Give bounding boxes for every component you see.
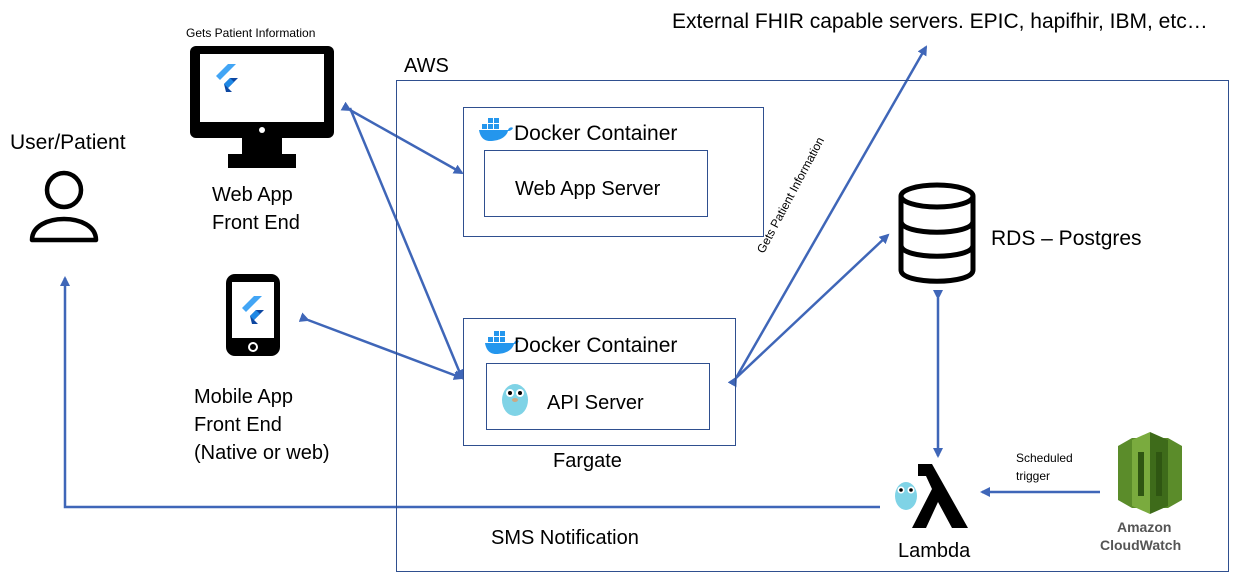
- arrow-api-fhir: [727, 45, 928, 388]
- web-app-server-box: Web App Server: [484, 150, 708, 217]
- cloudwatch-name-line1: Amazon: [1117, 519, 1172, 535]
- web-container-title: Docker Container: [514, 122, 678, 145]
- web-app-label-line2: Front End: [212, 212, 300, 234]
- scheduled-trigger-line1: Scheduled: [1016, 451, 1073, 465]
- scheduled-trigger-line2: trigger: [1016, 469, 1051, 483]
- user-icon: [29, 170, 99, 243]
- cloudwatch-icon: [1118, 432, 1182, 514]
- sms-notification-label: SMS Notification: [491, 527, 639, 549]
- web-app-label-line1: Web App: [212, 184, 293, 206]
- rds-label: RDS – Postgres: [991, 227, 1142, 250]
- lambda-icon: [912, 464, 968, 528]
- arrow-api-rds: [735, 233, 890, 379]
- arrow-webapp-webserver: [340, 101, 464, 175]
- flutter-logo-icon: [216, 64, 238, 92]
- arrow-lambda-user: [60, 276, 880, 509]
- docker-whale-icon: [479, 118, 513, 141]
- aws-label: AWS: [404, 55, 449, 77]
- fargate-label: Fargate: [553, 450, 622, 472]
- api-container-title: Docker Container: [514, 334, 678, 357]
- web-app-caption: Gets Patient Information: [186, 26, 316, 40]
- arrow-mobile-apiserver: [298, 312, 464, 380]
- api-server-label: API Server: [547, 392, 644, 414]
- gopher-icon: [502, 384, 528, 416]
- mobile-app-label-line3: (Native or web): [194, 442, 330, 464]
- aws-boundary: [396, 80, 1229, 572]
- docker-whale-icon: [485, 331, 519, 354]
- mobile-app-label-line2: Front End: [194, 414, 282, 436]
- user-label: User/Patient: [10, 131, 126, 154]
- monitor-icon: [190, 46, 334, 168]
- phone-icon: [226, 274, 280, 356]
- cloudwatch-name-line2: CloudWatch: [1100, 537, 1182, 553]
- mobile-app-label-line1: Mobile App: [194, 386, 293, 408]
- flutter-logo-icon: [242, 296, 264, 324]
- api-server-box: API Server: [486, 363, 710, 430]
- database-icon: [898, 182, 976, 284]
- web-docker-container: Docker Container Web App Server: [463, 107, 764, 237]
- api-docker-container: Docker Container API Server: [463, 318, 736, 446]
- gopher-icon: [895, 482, 917, 510]
- web-app-server-label: Web App Server: [515, 178, 661, 200]
- fhir-servers-title: External FHIR capable servers. EPIC, hap…: [672, 10, 1208, 33]
- lambda-label: Lambda: [898, 540, 971, 562]
